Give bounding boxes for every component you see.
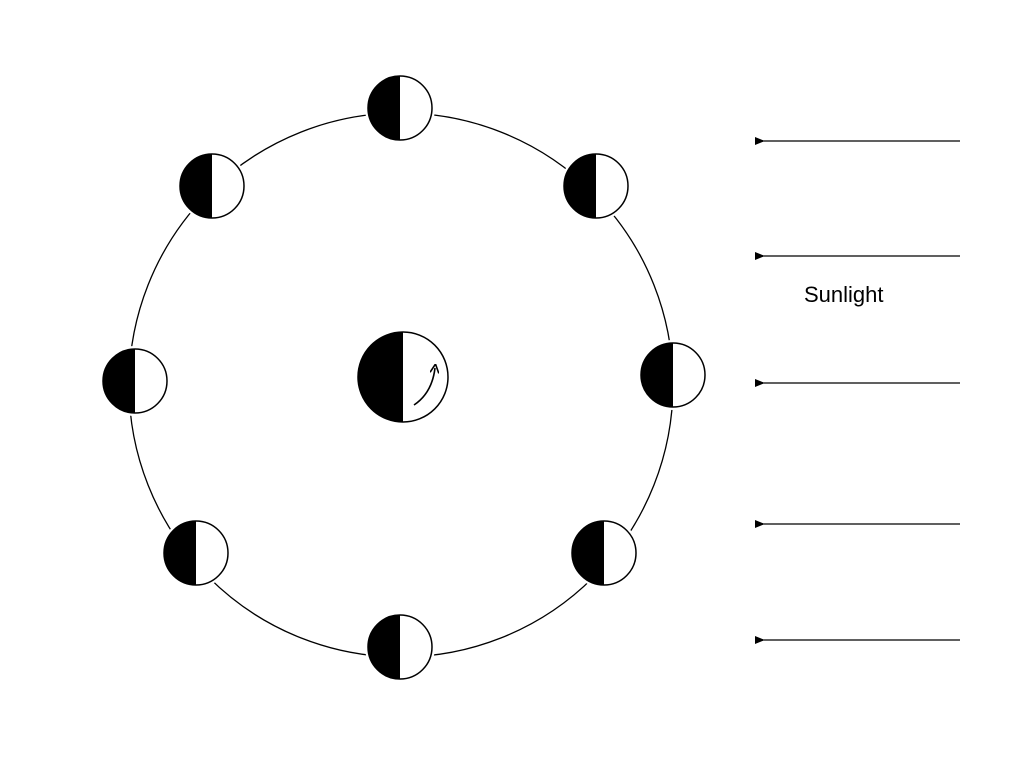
- moon: [100, 346, 170, 416]
- moon: [177, 151, 247, 221]
- moon: [561, 151, 631, 221]
- moon: [638, 340, 708, 410]
- rotation-arrow-icon: [413, 368, 435, 406]
- sunlight-label: Sunlight: [804, 282, 884, 307]
- moon-group: [100, 73, 708, 682]
- moon: [569, 518, 639, 588]
- moon: [365, 612, 435, 682]
- earth: [357, 331, 449, 423]
- moon: [161, 518, 231, 588]
- sunlight-arrows: [755, 137, 960, 644]
- moon: [365, 73, 435, 143]
